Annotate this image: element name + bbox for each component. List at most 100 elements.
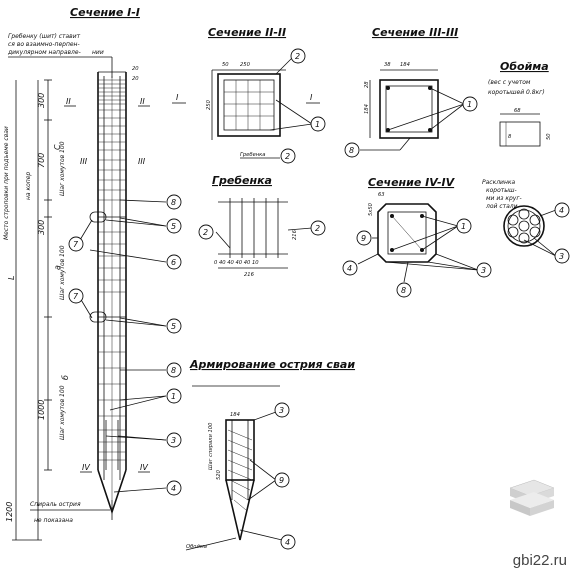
svg-text:8: 8 (349, 146, 354, 155)
svg-text:(вес с учетом: (вес с учетом (488, 79, 531, 86)
clip-detail: Обойма (вес с учетом коротышей 0.8кг) 68… (488, 60, 552, 147)
svg-text:а: а (53, 265, 62, 270)
svg-text:1200: 1200 (5, 502, 14, 522)
svg-text:68: 68 (514, 108, 521, 114)
svg-text:1: 1 (171, 392, 176, 401)
svg-text:4: 4 (347, 264, 352, 273)
svg-text:I: I (310, 93, 313, 102)
section-iv-iv: Сечение IV-IV 63 5х50 (357, 176, 479, 283)
svg-text:8: 8 (401, 286, 406, 295)
svg-text:7: 7 (73, 240, 79, 249)
svg-text:50: 50 (222, 62, 229, 68)
svg-text:Шаг хомутов 100: Шаг хомутов 100 (59, 385, 66, 440)
svg-text:Сечение III-III: Сечение III-III (372, 26, 458, 39)
svg-text:1: 1 (315, 120, 320, 129)
tip-reinforcement: Армирование острия сваи 184 520 Шаг спир… (185, 358, 355, 551)
svg-text:2: 2 (295, 52, 300, 61)
svg-text:1000: 1000 (37, 400, 46, 420)
watermark: gbi22.ru (512, 552, 567, 569)
svg-text:3: 3 (279, 406, 284, 415)
svg-text:520: 520 (216, 469, 222, 480)
svg-text:Шаг спирали 100: Шаг спирали 100 (208, 422, 214, 470)
svg-text:С: С (53, 144, 62, 150)
svg-text:лой стали: лой стали (485, 203, 518, 210)
svg-text:Сечение II-II: Сечение II-II (208, 26, 286, 39)
svg-text:250: 250 (206, 99, 212, 110)
svg-text:6: 6 (171, 258, 176, 267)
section-ii-ii: Сечение II-II 250 250 50 I I Гребенка (172, 26, 320, 159)
svg-text:на копер: на копер (25, 172, 32, 200)
svg-text:20: 20 (132, 66, 139, 72)
svg-text:7: 7 (73, 292, 79, 301)
svg-text:250: 250 (240, 62, 251, 68)
svg-text:700: 700 (37, 153, 46, 168)
svg-text:28: 28 (364, 81, 370, 88)
svg-text:9: 9 (361, 234, 366, 243)
svg-text:Обойма: Обойма (500, 60, 549, 73)
svg-text:300: 300 (37, 220, 46, 235)
stirrups-low (98, 335, 126, 461)
callouts-comb: 2 2 (198, 220, 326, 240)
svg-text:коротышей 0.8кг): коротышей 0.8кг) (488, 89, 545, 96)
svg-text:2: 2 (203, 228, 208, 237)
svg-text:300: 300 (37, 93, 46, 108)
svg-text:II: II (66, 97, 71, 106)
section-i-i-title: Сечение I-I (70, 6, 140, 19)
svg-text:4: 4 (285, 538, 290, 547)
svg-text:4: 4 (559, 206, 564, 215)
svg-text:50: 50 (546, 133, 552, 140)
svg-text:Шаг хомутов 100: Шаг хомутов 100 (59, 245, 66, 300)
svg-text:б: б (61, 375, 70, 380)
svg-text:5х50: 5х50 (368, 202, 374, 216)
svg-text:Место строповки при подъеме св: Место строповки при подъеме сваи (3, 126, 10, 240)
svg-text:Гребенка: Гребенка (212, 174, 272, 187)
comb-detail: Гребенка 0 40 40 40 40 10 216 216 (212, 174, 313, 278)
stirrups-mid (98, 231, 126, 293)
svg-text:216: 216 (244, 272, 255, 278)
tip-spiral (227, 429, 253, 511)
section-iii-iii: Сечение III-III 184 38 184 28 (360, 26, 465, 151)
svg-text:I: I (176, 93, 179, 102)
svg-text:Спираль острия: Спираль острия (30, 501, 81, 508)
svg-text:38: 38 (384, 62, 391, 68)
svg-text:ся во взаимно-перпен-: ся во взаимно-перпен- (8, 41, 80, 48)
callouts-section-i: 8 5 6 5 8 1 3 4 7 7 (68, 194, 182, 496)
svg-text:III: III (80, 157, 88, 166)
bar-bundle: Расклинка коротыш- ми из круг- лой стали (482, 179, 557, 257)
svg-text:8: 8 (171, 366, 176, 375)
svg-text:8: 8 (508, 134, 512, 140)
callouts-section-iv: 1 9 4 8 3 (342, 218, 492, 298)
svg-text:2: 2 (315, 224, 320, 233)
callouts-section-ii: 2 1 2 (280, 48, 326, 164)
svg-text:4: 4 (171, 484, 176, 493)
svg-text:дикулярном направле-: дикулярном направле- (7, 49, 81, 56)
svg-text:3: 3 (559, 252, 564, 261)
svg-text:II: II (140, 97, 145, 106)
svg-text:5: 5 (171, 322, 176, 331)
svg-text:Сечение IV-IV: Сечение IV-IV (368, 176, 456, 189)
svg-text:Армирование острия сваи: Армирование острия сваи (189, 358, 355, 371)
svg-text:1: 1 (461, 222, 466, 231)
svg-text:III: III (138, 157, 146, 166)
stirrups-top (98, 79, 126, 201)
svg-text:184: 184 (364, 104, 370, 114)
svg-text:20: 20 (132, 76, 139, 82)
svg-text:нии: нии (92, 49, 104, 56)
svg-text:2: 2 (285, 152, 290, 161)
svg-text:ми из круг-: ми из круг- (486, 195, 522, 202)
callouts-bundle: 4 3 (554, 202, 570, 264)
svg-text:216: 216 (292, 229, 298, 240)
callouts-section-iii: 1 8 (344, 96, 478, 158)
svg-text:3: 3 (171, 436, 176, 445)
callouts-tip: 3 9 4 (274, 402, 296, 550)
svg-text:184: 184 (230, 412, 240, 418)
svg-text:IV: IV (82, 463, 90, 472)
svg-text:Шаг хомутов 100: Шаг хомутов 100 (59, 141, 66, 196)
svg-text:1: 1 (467, 100, 472, 109)
svg-text:коротыш-: коротыш- (486, 187, 517, 194)
svg-text:Гребенка: Гребенка (240, 152, 265, 158)
svg-text:8: 8 (171, 198, 176, 207)
svg-text:184: 184 (400, 62, 410, 68)
svg-text:0 40 40 40 40 10: 0 40 40 40 40 10 (214, 260, 259, 266)
